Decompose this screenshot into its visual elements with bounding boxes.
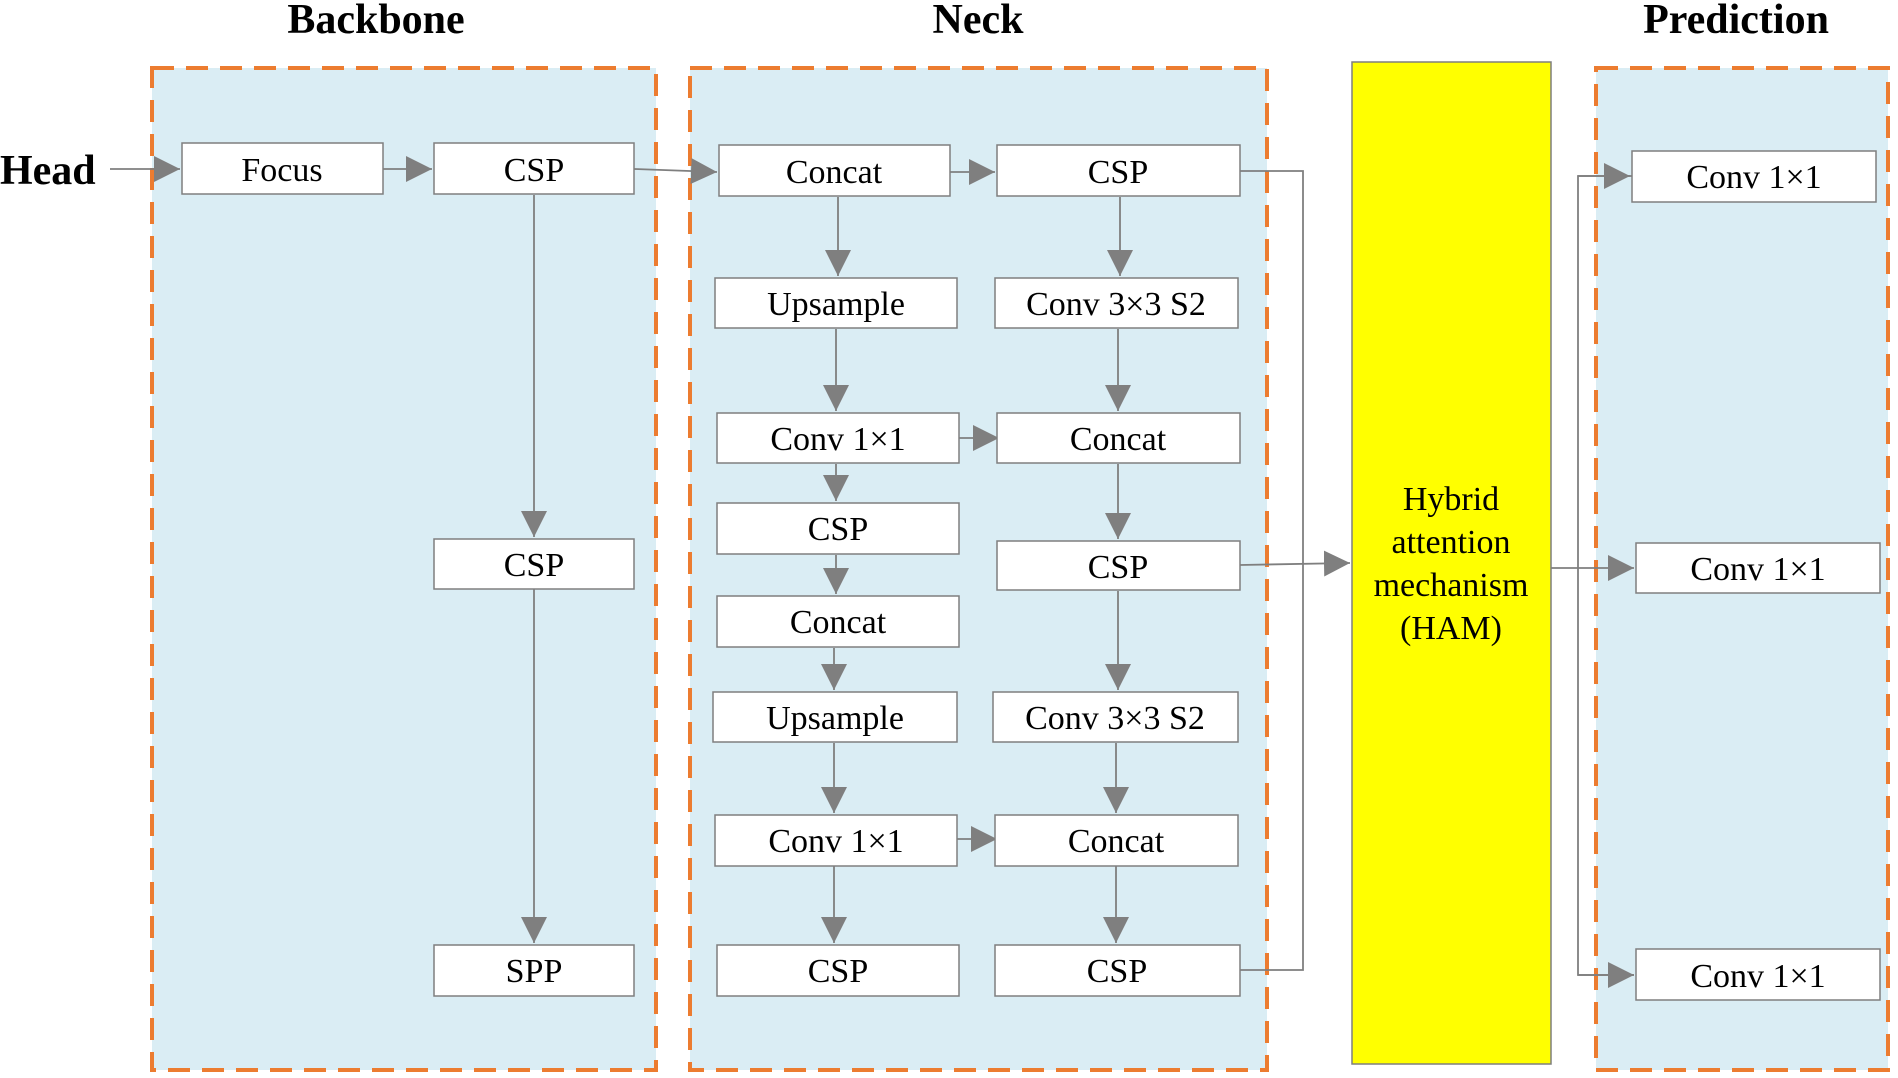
backbone-focus-node: Focus	[181, 142, 384, 195]
neck-right-concat2-node: Concat	[994, 814, 1239, 867]
neck-right-concat1-label: Concat	[1070, 421, 1167, 458]
ham-line-4: (HAM)	[1400, 610, 1502, 647]
neck-right-conv1-label: Conv 3×3 S2	[1026, 286, 1206, 323]
neck-right-conv1-node: Conv 3×3 S2	[994, 277, 1239, 329]
neck-left-conv2-label: Conv 1×1	[768, 823, 903, 860]
neck-left-concat2-node: Concat	[716, 595, 960, 648]
prediction-conv3-node: Conv 1×1	[1635, 948, 1881, 1001]
ham-line-3: mechanism	[1374, 567, 1529, 604]
prediction-conv3-label: Conv 1×1	[1690, 958, 1825, 995]
neck-left-upsample2-label: Upsample	[766, 700, 904, 737]
neck-left-concat1-label: Concat	[786, 154, 883, 191]
backbone-csp2-node: CSP	[433, 538, 635, 590]
prediction-title: Prediction	[1643, 0, 1829, 43]
connectors	[110, 156, 1634, 988]
neck-left-upsample2-node: Upsample	[712, 691, 958, 743]
ham-line-2: attention	[1392, 524, 1511, 561]
neck-left-concat2-label: Concat	[790, 604, 887, 641]
backbone-csp1-node: CSP	[433, 142, 635, 195]
neck-left-conv1-label: Conv 1×1	[770, 421, 905, 458]
prediction-conv2-node: Conv 1×1	[1635, 542, 1881, 594]
ham-box	[1351, 61, 1552, 1065]
neck-title: Neck	[933, 0, 1025, 43]
backbone-csp1-label: CSP	[504, 152, 565, 189]
backbone-csp2-label: CSP	[504, 547, 565, 584]
neck-left-upsample1-label: Upsample	[767, 286, 905, 323]
neck-left-csp1-node: CSP	[716, 502, 960, 555]
neck-right-csp1-node: CSP	[996, 144, 1241, 197]
neck-right-csp3-node: CSP	[994, 944, 1241, 997]
ham-node: Hybrid attention mechanism (HAM)	[1351, 61, 1552, 1065]
edge-neck-ham	[1239, 550, 1351, 577]
backbone-spp-label: SPP	[506, 953, 563, 990]
backbone-spp-node: SPP	[433, 944, 635, 997]
prediction-conv1-label: Conv 1×1	[1686, 159, 1821, 196]
edge-neck-output-bracket	[1240, 170, 1304, 971]
neck-right-csp1-label: CSP	[1088, 154, 1149, 191]
neck-left-csp2-node: CSP	[716, 944, 960, 997]
edge-backbone-neck	[633, 158, 718, 185]
prediction-conv2-label: Conv 1×1	[1690, 551, 1825, 588]
neck-left-upsample1-node: Upsample	[714, 277, 958, 329]
backbone-title: Backbone	[287, 0, 464, 43]
neck-left-conv1-node: Conv 1×1	[716, 412, 960, 464]
head-label: Head	[0, 148, 96, 194]
neck-right-conv2-label: Conv 3×3 S2	[1025, 700, 1205, 737]
backbone-focus-label: Focus	[241, 152, 322, 189]
ham-line-1: Hybrid	[1403, 481, 1499, 518]
neck-right-concat2-label: Concat	[1068, 823, 1165, 860]
neck-right-concat1-node: Concat	[996, 412, 1241, 464]
neck-right-csp2-label: CSP	[1088, 549, 1149, 586]
neck-right-csp2-node: CSP	[996, 540, 1241, 591]
neck-left-conv2-node: Conv 1×1	[714, 814, 958, 867]
prediction-conv1-node: Conv 1×1	[1631, 150, 1877, 203]
neck-left-concat1-node: Concat	[718, 144, 951, 197]
neck-left-csp2-label: CSP	[808, 953, 869, 990]
neck-right-csp3-label: CSP	[1087, 953, 1148, 990]
neck-right-conv2-node: Conv 3×3 S2	[992, 691, 1239, 743]
neck-left-csp1-label: CSP	[808, 511, 869, 548]
